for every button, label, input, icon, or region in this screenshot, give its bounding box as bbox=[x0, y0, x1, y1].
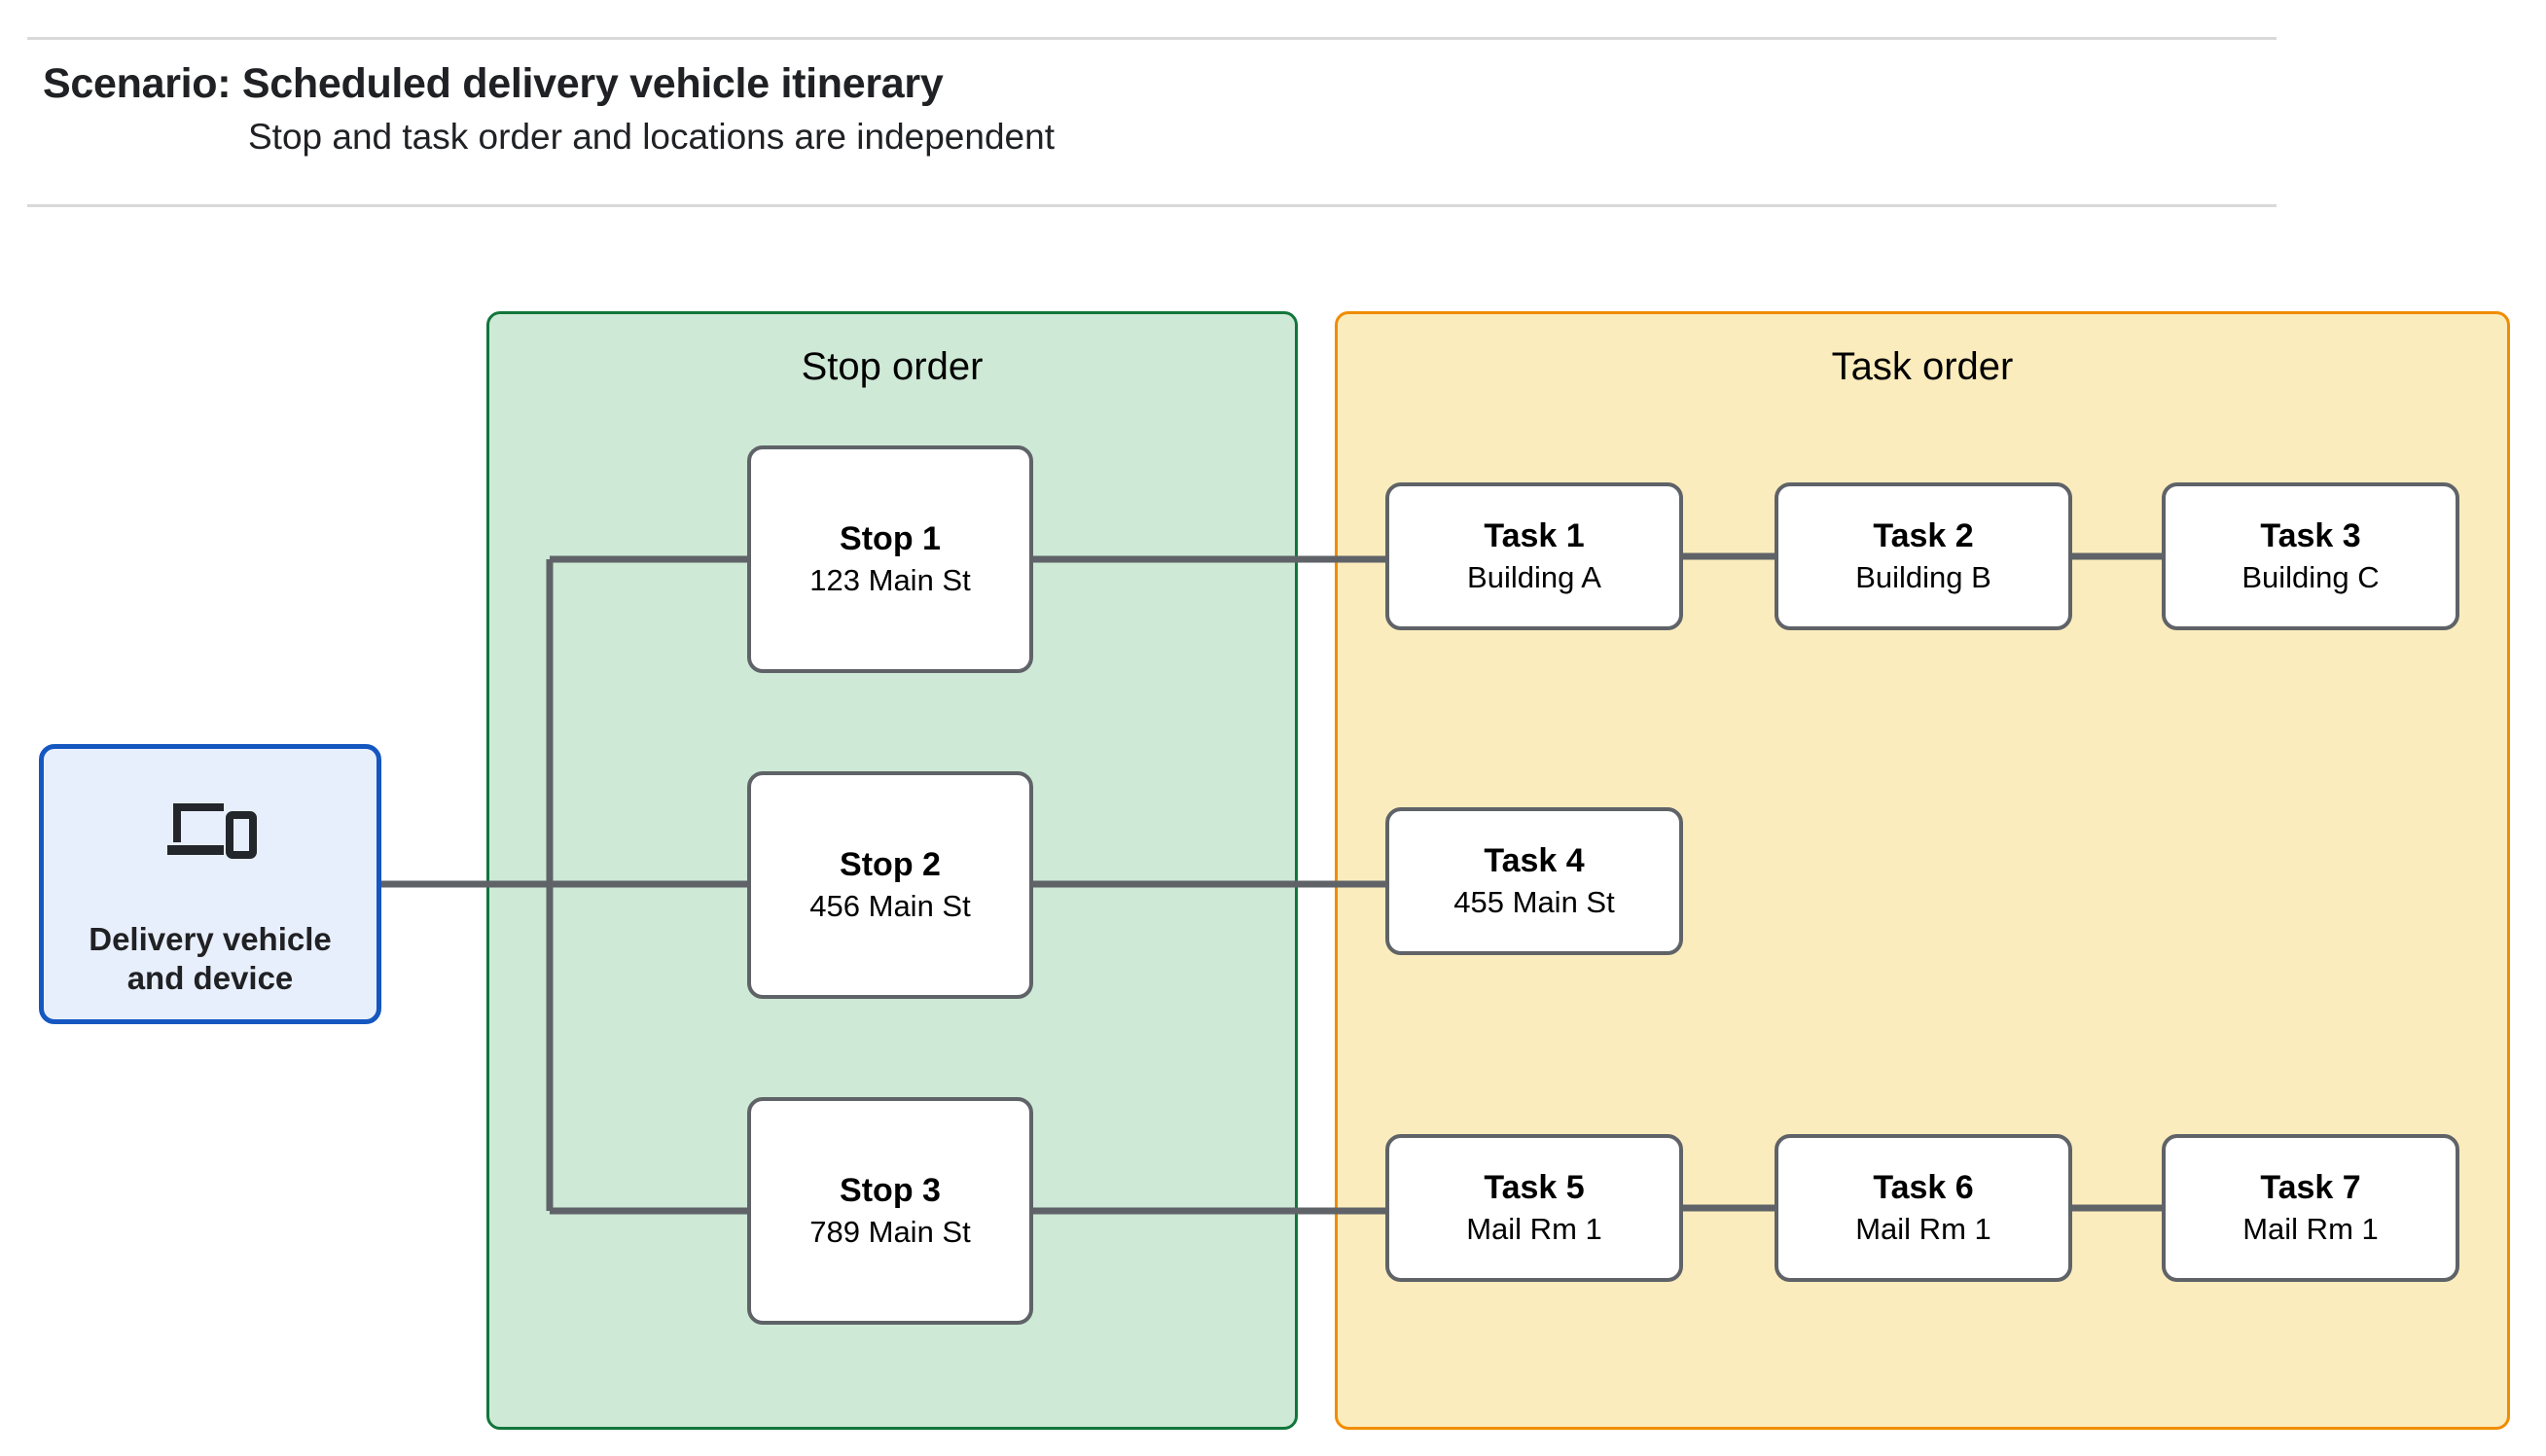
task-node-5-location: Mail Rm 1 bbox=[1466, 1211, 1602, 1246]
task-node-5-title: Task 5 bbox=[1484, 1168, 1585, 1206]
task-node-5[interactable]: Task 5 Mail Rm 1 bbox=[1385, 1134, 1683, 1282]
delivery-vehicle-label-line1: Delivery vehicle bbox=[89, 921, 332, 957]
delivery-vehicle-label-line2: and device bbox=[126, 960, 294, 997]
task-node-3-location: Building C bbox=[2241, 559, 2380, 594]
task-node-6[interactable]: Task 6 Mail Rm 1 bbox=[1775, 1134, 2072, 1282]
task-node-7-location: Mail Rm 1 bbox=[2242, 1211, 2379, 1246]
header-divider-top bbox=[27, 37, 2277, 40]
task-order-panel-title: Task order bbox=[1831, 345, 2014, 388]
task-node-1-title: Task 1 bbox=[1484, 516, 1585, 554]
task-node-2-title: Task 2 bbox=[1873, 516, 1974, 554]
stop-node-2-title: Stop 2 bbox=[840, 845, 941, 883]
stop-order-panel-title: Stop order bbox=[801, 345, 984, 388]
stop-node-3-address: 789 Main St bbox=[809, 1214, 971, 1249]
task-node-7[interactable]: Task 7 Mail Rm 1 bbox=[2162, 1134, 2459, 1282]
task-node-3-title: Task 3 bbox=[2260, 516, 2361, 554]
task-node-1-location: Building A bbox=[1467, 559, 1601, 594]
delivery-vehicle-node[interactable]: Delivery vehicle and device bbox=[39, 744, 381, 1024]
page-title: Scenario: Scheduled delivery vehicle iti… bbox=[43, 60, 944, 107]
task-node-1[interactable]: Task 1 Building A bbox=[1385, 482, 1683, 630]
stop-node-3[interactable]: Stop 3 789 Main St bbox=[747, 1097, 1033, 1325]
stop-node-1-title: Stop 1 bbox=[840, 519, 941, 557]
task-node-4-title: Task 4 bbox=[1484, 841, 1585, 879]
stop-node-2-address: 456 Main St bbox=[809, 888, 971, 923]
task-node-3[interactable]: Task 3 Building C bbox=[2162, 482, 2459, 630]
task-node-4[interactable]: Task 4 455 Main St bbox=[1385, 807, 1683, 955]
task-node-6-location: Mail Rm 1 bbox=[1855, 1211, 1991, 1246]
stop-node-3-title: Stop 3 bbox=[840, 1171, 941, 1209]
stop-node-2[interactable]: Stop 2 456 Main St bbox=[747, 771, 1033, 999]
stop-node-1-address: 123 Main St bbox=[809, 562, 971, 597]
task-node-6-title: Task 6 bbox=[1873, 1168, 1974, 1206]
task-node-2[interactable]: Task 2 Building B bbox=[1775, 482, 2072, 630]
task-node-7-title: Task 7 bbox=[2260, 1168, 2361, 1206]
stop-node-1[interactable]: Stop 1 123 Main St bbox=[747, 445, 1033, 673]
header-divider-bottom bbox=[27, 204, 2277, 207]
delivery-vehicle-label: Delivery vehicle and device bbox=[89, 920, 332, 999]
page-subtitle: Stop and task order and locations are in… bbox=[248, 117, 1055, 157]
laptop-and-phone-icon bbox=[167, 803, 257, 859]
task-node-2-location: Building B bbox=[1855, 559, 1991, 594]
task-node-4-location: 455 Main St bbox=[1453, 884, 1615, 919]
